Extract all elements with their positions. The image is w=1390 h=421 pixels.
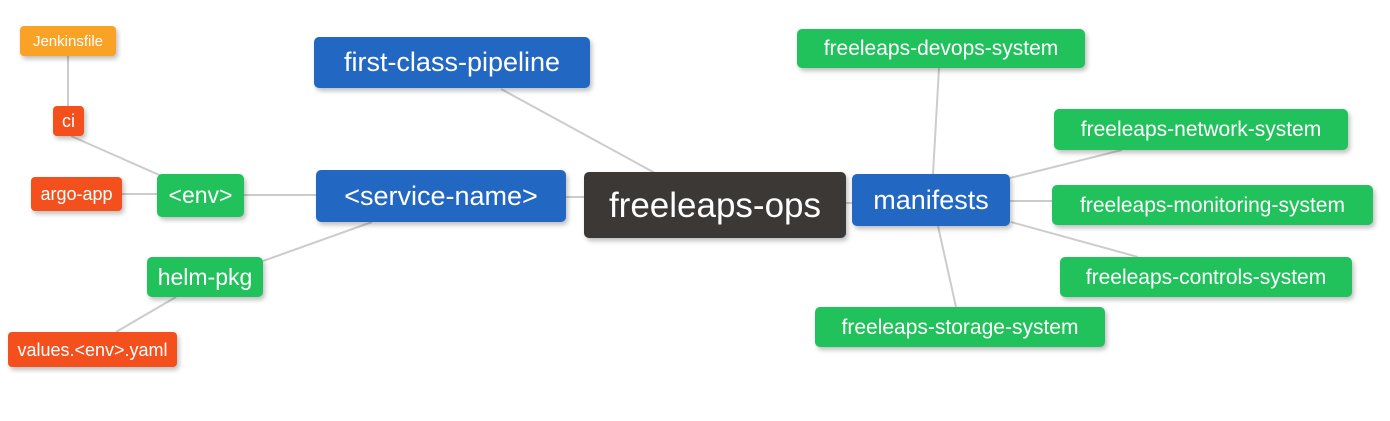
node-helm-pkg[interactable]: helm-pkg [147,257,263,297]
node-freeleaps-ops-root[interactable]: freeleaps-ops [584,172,846,238]
node-freeleaps-controls-system[interactable]: freeleaps-controls-system [1060,257,1352,297]
node-service-name[interactable]: <service-name> [316,170,566,222]
edge-ci-env [70,135,167,179]
node-freeleaps-monitoring-system[interactable]: freeleaps-monitoring-system [1052,185,1373,225]
edge-manifests-controls [1010,221,1139,258]
node-first-class-pipeline[interactable]: first-class-pipeline [314,37,590,88]
edge-manifests-storage [937,225,957,308]
edge-helm-pkg-service-name [262,221,373,262]
edge-manifests-devops [932,67,940,175]
edge-values-helm-pkg [115,296,177,333]
node-freeleaps-devops-system[interactable]: freeleaps-devops-system [797,29,1085,68]
node-ci[interactable]: ci [53,106,84,136]
node-freeleaps-storage-system[interactable]: freeleaps-storage-system [815,307,1105,347]
edge-pipeline-freeleaps-ops [500,88,656,174]
node-freeleaps-network-system[interactable]: freeleaps-network-system [1054,109,1348,150]
node-jenkinsfile[interactable]: Jenkinsfile [20,26,116,56]
node-values-env-yaml[interactable]: values.<env>.yaml [8,332,177,367]
node-manifests[interactable]: manifests [852,174,1010,226]
edge-manifests-network [1009,149,1123,179]
node-env[interactable]: <env> [157,174,244,217]
node-argo-app[interactable]: argo-app [31,177,122,211]
